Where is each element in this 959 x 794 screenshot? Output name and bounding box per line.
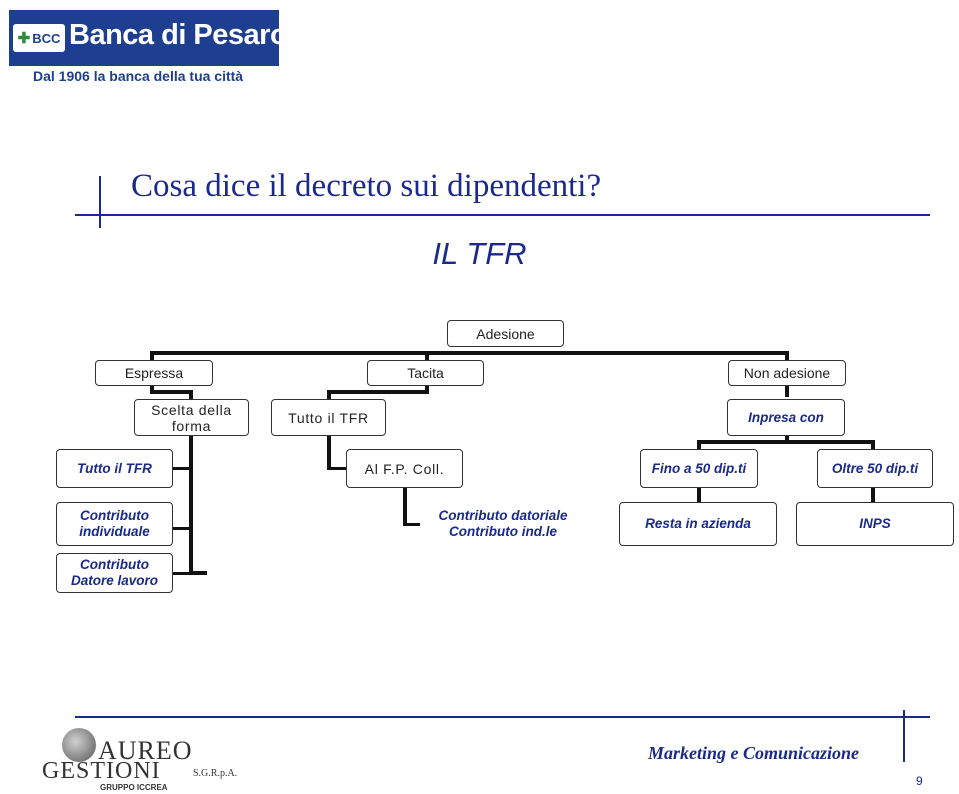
node-espressa: Espressa bbox=[95, 360, 213, 386]
connector-datoriale bbox=[403, 523, 421, 526]
company-sub: GESTIONI bbox=[42, 758, 161, 784]
company-legal: S.G.R.p.A. bbox=[193, 768, 238, 779]
node-adesione: Adesione bbox=[447, 320, 564, 347]
node-al-fp-coll: Al F.P. Coll. bbox=[346, 449, 463, 488]
bank-name: Banca di Pesaro bbox=[69, 19, 288, 51]
bcc-badge: ✚BCC bbox=[13, 24, 65, 52]
connector-alfp-down bbox=[403, 486, 407, 526]
connector-fino bbox=[697, 440, 701, 450]
node-scelta-della-forma: Scelta della forma bbox=[134, 399, 249, 436]
node-inps: INPS bbox=[796, 502, 954, 546]
bank-logo: ✚BCC Banca di Pesaro bbox=[9, 10, 288, 66]
connector-oltre bbox=[871, 440, 875, 450]
node-tutto-il-tfr-left: Tutto il TFR bbox=[56, 449, 173, 488]
connector-tacita bbox=[425, 351, 429, 361]
bcc-badge-text: BCC bbox=[32, 30, 61, 46]
node-contributo-datore: Contributo Datore lavoro bbox=[56, 553, 173, 593]
node-tacita: Tacita bbox=[367, 360, 484, 386]
connector-inpresa-bar bbox=[697, 440, 875, 444]
connector-individuale bbox=[171, 527, 191, 530]
connector-inps bbox=[871, 488, 875, 502]
connector-tacita-elbow bbox=[330, 390, 429, 394]
node-tutto-il-tfr-mid: Tutto il TFR bbox=[271, 399, 386, 436]
node-oltre-50: Oltre 50 dip.ti bbox=[817, 449, 933, 488]
connector-espressa-elbow bbox=[150, 390, 192, 394]
node-fino-50: Fino a 50 dip.ti bbox=[640, 449, 758, 488]
connector-top-bar bbox=[150, 351, 789, 355]
footer-rule bbox=[75, 716, 930, 718]
node-non-adesione: Non adesione bbox=[728, 360, 846, 386]
footer-department: Marketing e Comunicazione bbox=[648, 743, 860, 763]
footer-accent-line bbox=[903, 710, 905, 762]
connector-espressa-down bbox=[150, 385, 154, 393]
connector-tacita-down bbox=[425, 385, 429, 393]
company-name: AUREO bbox=[98, 736, 193, 765]
connector-scelta-trunk bbox=[189, 390, 193, 575]
title-underline bbox=[75, 214, 930, 216]
slide-subtitle: IL TFR bbox=[432, 236, 527, 271]
connector-datore bbox=[171, 572, 191, 575]
connector-resta bbox=[697, 488, 701, 502]
node-contributo-individuale: Contributo individuale bbox=[56, 502, 173, 546]
company-group: GRUPPO ICCREA bbox=[100, 783, 168, 792]
connector-tutto-left bbox=[171, 467, 191, 470]
page-number: 9 bbox=[916, 774, 923, 788]
bank-tagline: Dal 1906 la banca della tua città bbox=[33, 68, 244, 84]
bcc-leaf-icon: ✚ bbox=[17, 30, 31, 47]
node-contributo-datoriale: Contributo datoriale Contributo ind.le bbox=[420, 504, 586, 544]
connector-datore-end bbox=[189, 571, 207, 575]
slide-title: Cosa dice il decreto sui dipendenti? bbox=[131, 168, 602, 204]
node-resta-in-azienda: Resta in azienda bbox=[619, 502, 777, 546]
title-accent-line bbox=[99, 176, 101, 228]
node-inpresa-con: Inpresa con bbox=[727, 399, 845, 436]
connector-inpresa-down bbox=[785, 436, 789, 442]
connector-non-adesione-down bbox=[785, 385, 789, 397]
connector-alfp bbox=[327, 467, 347, 470]
connector-non-adesione bbox=[785, 351, 789, 361]
aureo-coin-icon bbox=[62, 728, 96, 762]
connector-espressa bbox=[150, 351, 154, 361]
